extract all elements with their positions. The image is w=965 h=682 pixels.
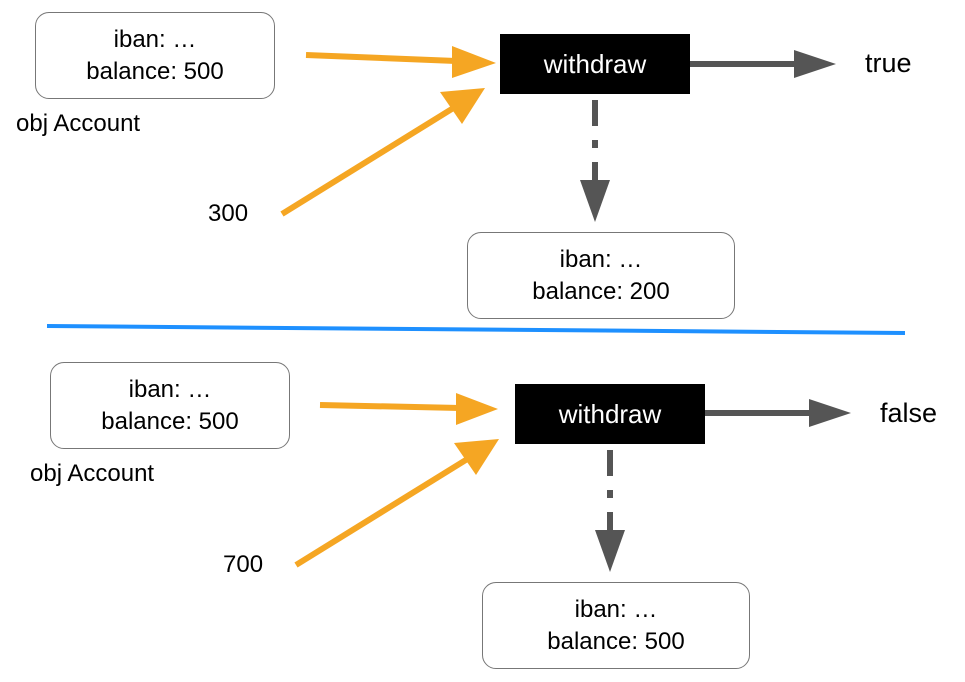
iban-field: iban: … (113, 25, 197, 53)
balance-field: balance: 500 (547, 627, 685, 655)
object-label: obj Account (30, 460, 155, 487)
return-value: true (865, 48, 912, 78)
withdraw-method-box: withdraw (500, 34, 690, 94)
state-change-arrow (580, 100, 610, 222)
balance-field: balance: 500 (86, 57, 224, 85)
scenario-arrows (294, 393, 851, 572)
output-object-box: iban: … balance: 500 (482, 582, 750, 669)
scenario-divider (46, 324, 906, 335)
withdraw-method-box: withdraw (515, 384, 705, 444)
state-change-arrow (595, 450, 625, 572)
iban-field: iban: … (574, 595, 658, 623)
input-object-box: iban: … balance: 500 (50, 362, 290, 449)
amount-input-arrow (280, 88, 485, 217)
scenario-success: iban: … balance: 500 obj Account 300 wit… (0, 0, 965, 330)
balance-field: balance: 200 (532, 277, 670, 305)
amount-label: 700 (223, 551, 264, 578)
amount-label: 300 (208, 200, 249, 227)
scenario-arrows (280, 46, 836, 222)
return-value: false (880, 398, 938, 428)
object-input-arrow (305, 46, 496, 78)
object-label: obj Account (16, 110, 141, 137)
output-object-box: iban: … balance: 200 (467, 232, 735, 319)
balance-field: balance: 500 (101, 407, 239, 435)
iban-field: iban: … (128, 375, 212, 403)
amount-input-arrow (294, 439, 499, 568)
return-value-arrow (705, 399, 851, 427)
object-input-arrow (319, 393, 498, 425)
scenario-failure: iban: … balance: 500 obj Account 700 wit… (0, 350, 965, 680)
input-object-box: iban: … balance: 500 (35, 12, 275, 99)
return-value-arrow (690, 50, 836, 78)
iban-field: iban: … (559, 245, 643, 273)
